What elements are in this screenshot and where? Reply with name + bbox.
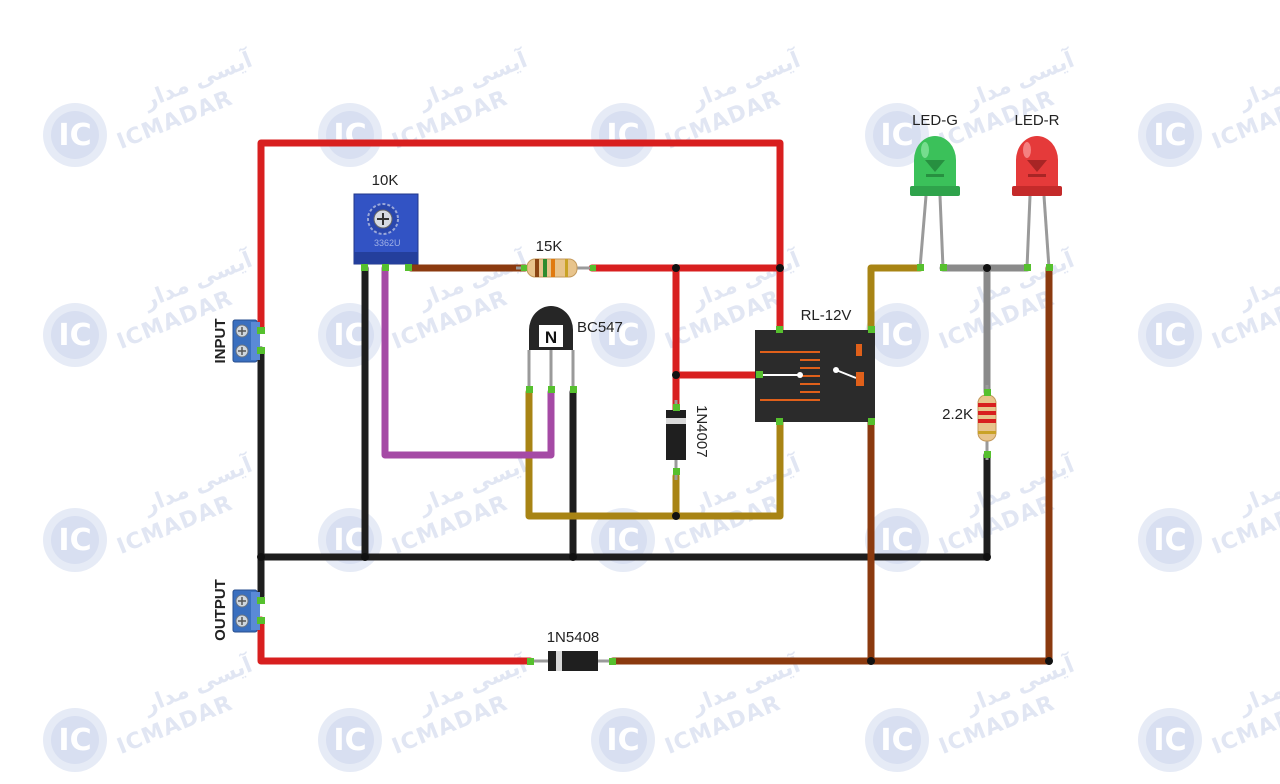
junction-dot xyxy=(867,657,875,665)
watermark-badge: IC xyxy=(880,723,913,758)
watermark-badge: IC xyxy=(333,118,366,153)
pot-code: 3362U xyxy=(374,238,401,248)
junction-dot xyxy=(983,264,991,272)
output-terminal: OUTPUT xyxy=(212,579,265,641)
watermark-badge: IC xyxy=(1153,523,1186,558)
junction-dot xyxy=(983,553,991,561)
resistor-2k2-label: 2.2K xyxy=(942,406,973,423)
watermark-badge: IC xyxy=(880,118,913,153)
diode-1n4007: 1N4007 xyxy=(666,400,710,480)
watermark-badge: IC xyxy=(58,723,91,758)
junction-dot xyxy=(569,553,577,561)
led-red-label: LED-R xyxy=(1014,112,1059,129)
wire-red-top xyxy=(257,139,784,334)
diode-1n4007-label: 1N4007 xyxy=(693,405,710,458)
junction-dot xyxy=(1045,657,1053,665)
pot-label: 10K xyxy=(372,172,399,189)
junction-dot xyxy=(672,264,680,272)
input-label: INPUT xyxy=(212,319,229,364)
junction-dot xyxy=(257,553,265,561)
resistor-15k: 15K xyxy=(516,238,596,278)
watermark-badge: IC xyxy=(333,523,366,558)
watermark-badge: IC xyxy=(1153,318,1186,353)
watermark-badge: IC xyxy=(1153,723,1186,758)
watermark-badge: IC xyxy=(880,523,913,558)
watermark-badge: IC xyxy=(606,723,639,758)
watermark-badge: IC xyxy=(58,318,91,353)
relay: RL-12V xyxy=(755,307,875,425)
junction-dot xyxy=(776,264,784,272)
resistor-15k-label: 15K xyxy=(536,238,563,255)
wire-olive-relay-led xyxy=(867,264,924,334)
watermark-persian: آیسی مدار xyxy=(1233,450,1280,519)
led-red: LED-R xyxy=(1012,112,1062,271)
watermark-badge: IC xyxy=(606,318,639,353)
led-green: LED-G xyxy=(910,112,960,271)
potentiometer: 3362U 10K xyxy=(353,172,419,271)
watermark-persian: آیسی مدار xyxy=(1233,650,1280,719)
watermark-badge: IC xyxy=(333,723,366,758)
diode-1n5408-label: 1N5408 xyxy=(547,629,600,646)
relay-label: RL-12V xyxy=(801,307,852,324)
watermark-persian: آیسی مدار xyxy=(1233,45,1280,114)
input-terminal: INPUT xyxy=(212,319,265,364)
transistor-marking: N xyxy=(545,328,557,347)
watermark-badge: IC xyxy=(606,118,639,153)
watermark-badge: IC xyxy=(58,118,91,153)
watermark-badge: IC xyxy=(333,318,366,353)
resistor-2k2: 2.2K xyxy=(942,385,997,460)
junction-dot xyxy=(672,371,680,379)
watermark-badge: IC xyxy=(880,318,913,353)
watermark-badge: IC xyxy=(58,523,91,558)
watermark-badge: IC xyxy=(1153,118,1186,153)
junction-dots xyxy=(257,264,1053,665)
output-label: OUTPUT xyxy=(212,579,229,641)
diode-1n5408: 1N5408 xyxy=(527,629,616,671)
transistor-label: BC547 xyxy=(577,319,623,336)
transistor-bc547: N BC547 xyxy=(526,306,623,393)
wire-red-output xyxy=(257,616,534,665)
wire-purple-base xyxy=(381,264,555,459)
watermark-badge: IC xyxy=(606,523,639,558)
led-green-label: LED-G xyxy=(912,112,958,129)
junction-dot xyxy=(361,553,369,561)
junction-dot xyxy=(672,512,680,520)
watermark-persian: آیسی مدار xyxy=(1233,245,1280,314)
